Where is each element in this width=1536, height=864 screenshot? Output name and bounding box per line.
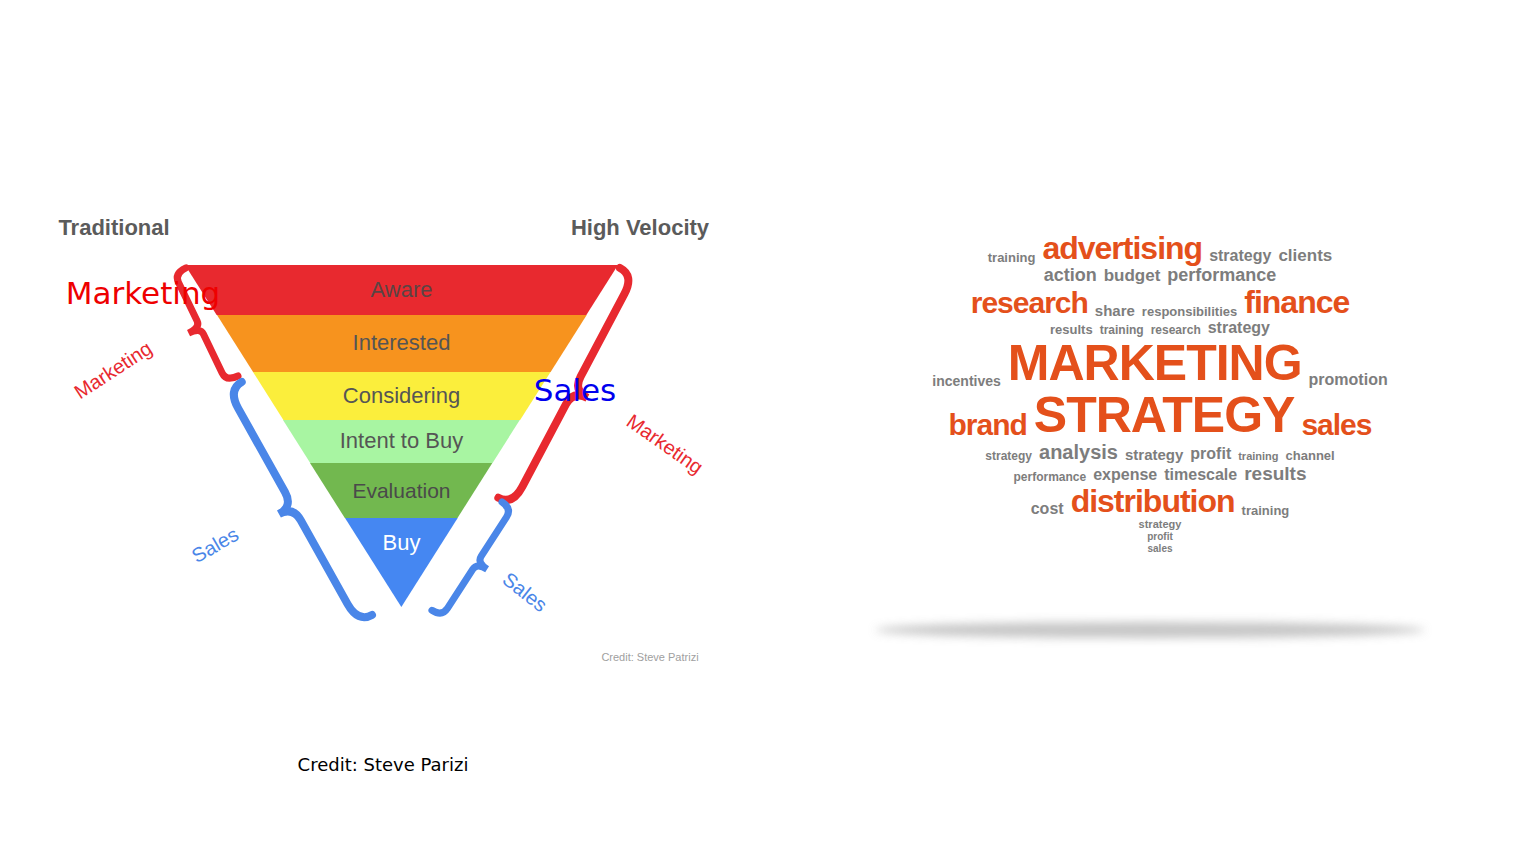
- funnel-band: Interested: [217, 315, 587, 372]
- stage-label: Aware: [371, 278, 433, 302]
- cloud-word: strategy: [1209, 248, 1271, 264]
- band-fill: [283, 420, 520, 463]
- cloud-word: training: [988, 251, 1036, 264]
- cloud-word: analysis: [1039, 442, 1118, 462]
- column-heading: High Velocity: [571, 217, 709, 239]
- cloud-word: profit: [1147, 532, 1173, 542]
- band-fill: [185, 265, 618, 315]
- cloud-word: sales: [1301, 410, 1371, 440]
- cloud-word: strategy: [985, 450, 1032, 462]
- stage-label: Intent to Buy: [340, 429, 464, 453]
- cloud-word: timescale: [1164, 467, 1237, 483]
- cloud-word: training: [1100, 324, 1144, 336]
- cloud-word: research: [1151, 324, 1201, 336]
- funnel-band: Intent to Buy: [283, 420, 520, 463]
- caption: Credit: Steve Parizi: [298, 756, 469, 774]
- cloud-word: strategy: [1125, 447, 1183, 462]
- cloud-word: STRATEGY: [1034, 390, 1295, 440]
- brace-label: Marketing: [623, 411, 706, 478]
- cloud-word: strategy: [1139, 519, 1182, 530]
- stage-label: Evaluation: [352, 479, 450, 502]
- cloud-word: channel: [1286, 449, 1335, 462]
- cloud-word: performance: [1167, 266, 1276, 284]
- cloud-word: budget: [1104, 267, 1161, 284]
- column-heading: Traditional: [58, 217, 169, 239]
- band-fill: [253, 372, 551, 420]
- band-fill: [310, 463, 492, 518]
- cloud-word: responsibilities: [1142, 305, 1237, 318]
- cloud-word: results: [1244, 464, 1306, 483]
- cloud-word: action: [1044, 266, 1097, 284]
- stage-label: Considering: [343, 384, 460, 408]
- cloud-word: performance: [1014, 471, 1087, 483]
- cloud-word: profit: [1190, 446, 1231, 462]
- overlay-label: Marketing: [66, 278, 221, 309]
- band-fill: [345, 518, 458, 607]
- cloud-word: research: [971, 288, 1088, 318]
- cloud-shadow: [875, 622, 1425, 638]
- overlay-label: Sales: [534, 375, 617, 406]
- cloud-word: sales: [1147, 544, 1172, 554]
- cloud-word: advertising: [1042, 232, 1202, 264]
- stage-label: Interested: [353, 331, 451, 355]
- band-fill: [217, 315, 587, 372]
- cloud-word: promotion: [1309, 372, 1388, 388]
- cloud-word: strategy: [1208, 320, 1270, 336]
- cloud-word: MARKETING: [1008, 338, 1302, 388]
- cloud-word: expense: [1093, 467, 1157, 483]
- funnel-band: Aware: [185, 265, 618, 315]
- funnel-band: Buy: [345, 518, 458, 607]
- cloud-word: training: [1238, 451, 1278, 462]
- cloud-word: share: [1095, 303, 1135, 318]
- stage-label: Buy: [383, 531, 421, 555]
- brace-label: Marketing: [71, 338, 156, 403]
- cloud-word: incentives: [932, 374, 1000, 388]
- cloud-word: distribution: [1071, 485, 1235, 517]
- brace-label: Sales: [499, 569, 551, 616]
- cloud-word: finance: [1244, 286, 1349, 318]
- cloud-word: clients: [1278, 247, 1332, 264]
- cloud-word: brand: [949, 410, 1027, 440]
- cloud-word: cost: [1031, 501, 1064, 517]
- funnel-band: Considering: [253, 372, 551, 420]
- credit-note: Credit: Steve Patrizi: [601, 652, 698, 663]
- cloud-word: results: [1050, 323, 1093, 336]
- brace-label: Sales: [188, 524, 241, 566]
- funnel-band: Evaluation: [310, 463, 492, 518]
- cloud-word: training: [1242, 504, 1290, 517]
